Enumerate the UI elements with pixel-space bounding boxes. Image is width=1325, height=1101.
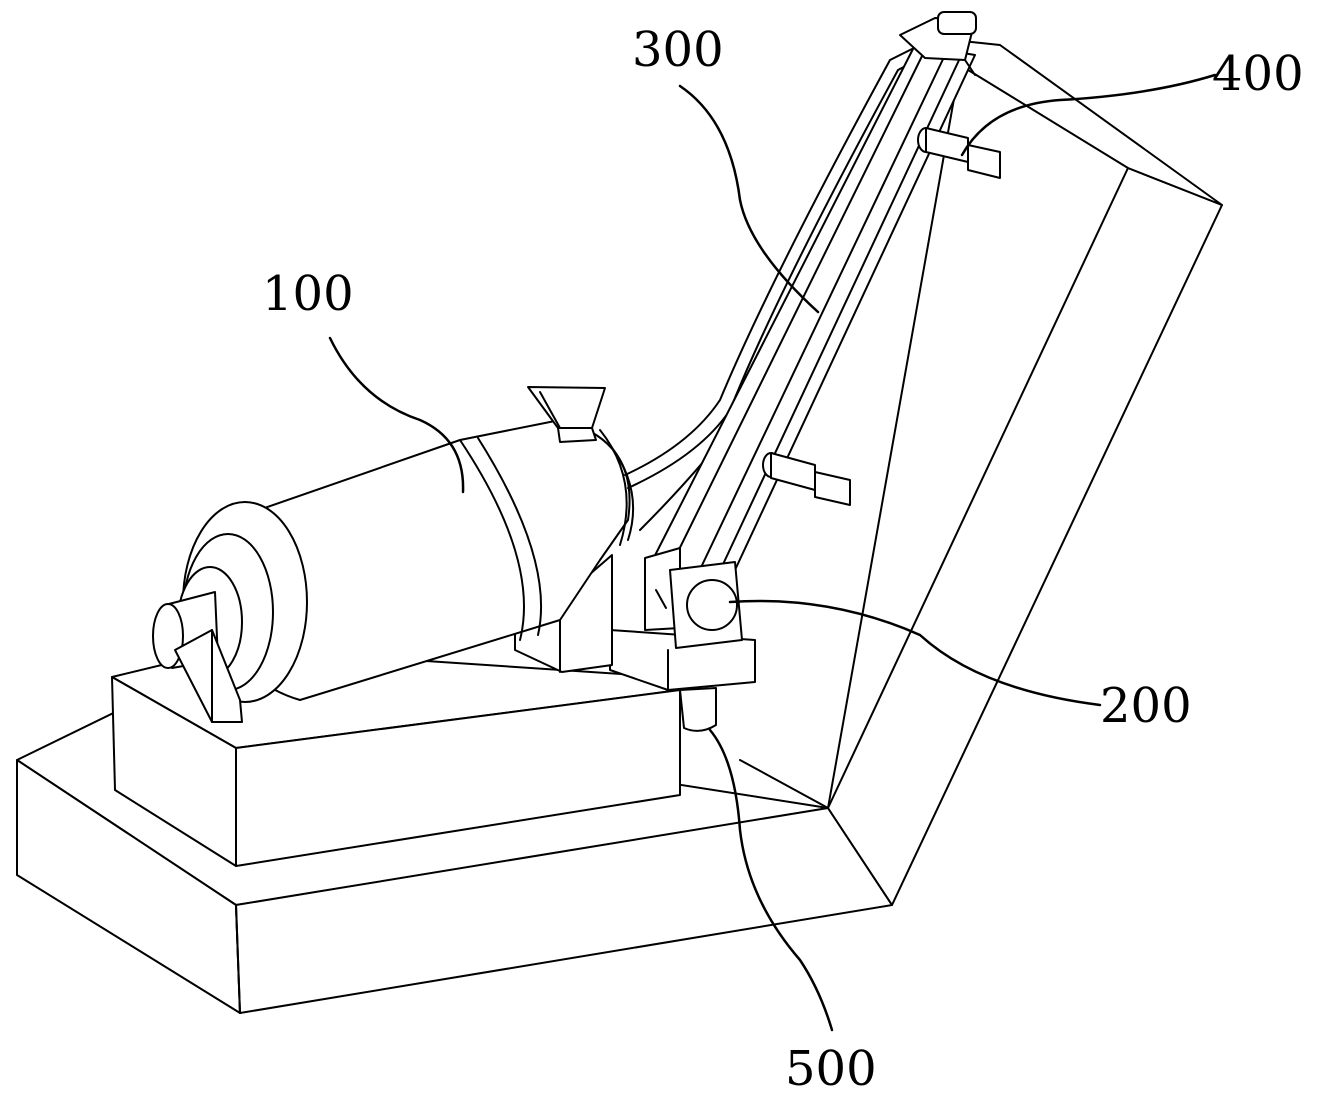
ejector-pin-upper	[917, 127, 1001, 179]
label-100: 100	[262, 266, 354, 322]
leader-line-100	[328, 336, 465, 494]
ejector-pin-lower	[762, 452, 851, 506]
label-300: 300	[632, 22, 724, 78]
label-500: 500	[785, 1041, 877, 1097]
leader-line-500	[708, 728, 834, 1032]
label-200: 200	[1100, 678, 1192, 734]
pivot-bearing	[644, 547, 743, 649]
inclined-housing	[739, 34, 1223, 906]
label-400: 400	[1212, 46, 1304, 102]
leader-line-400	[960, 73, 1217, 157]
leader-line-200	[728, 599, 1102, 707]
mill-drum	[152, 386, 635, 723]
support-plate	[609, 629, 756, 732]
leader-line-300	[678, 84, 820, 314]
